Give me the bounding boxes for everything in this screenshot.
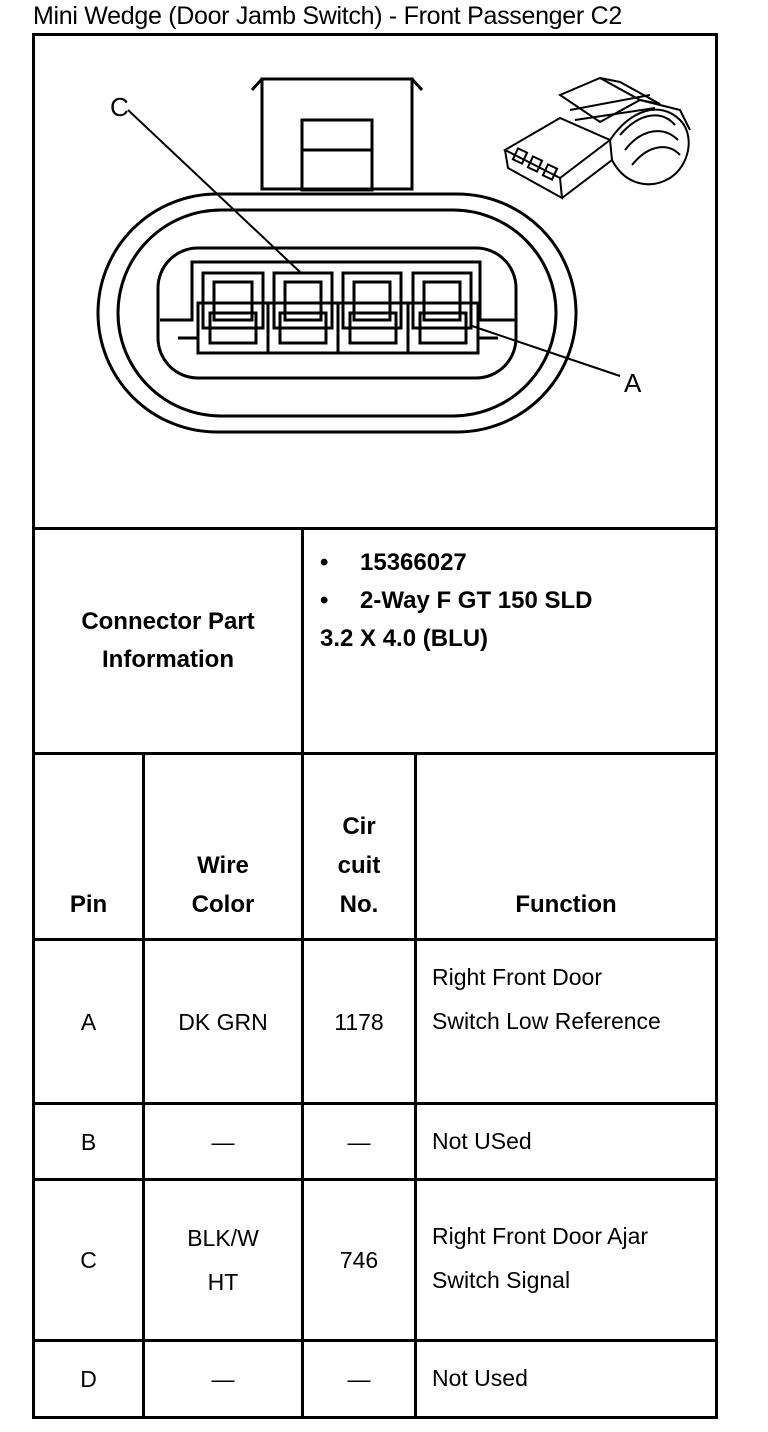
part-info-list: •15366027 •2-Way F GT 150 SLD 3.2 X 4.0 … xyxy=(320,544,593,658)
row-a-wire: DK GRN xyxy=(178,1008,268,1035)
connector-id: C2 xyxy=(590,2,623,30)
row-b-function: Not USed xyxy=(432,1128,532,1154)
row-d-wire: — xyxy=(211,1366,235,1392)
row-a-function: Right Front Door Switch Low Reference xyxy=(432,964,661,1034)
row-c-pin: C xyxy=(80,1247,97,1273)
row-a-circuit: 1178 xyxy=(334,1008,384,1035)
divider-partinfo-vertical xyxy=(301,527,304,1417)
row-b-circuit: — xyxy=(347,1128,371,1155)
divider-row-b xyxy=(32,1178,718,1181)
header-wire-color: Wire Color xyxy=(191,852,255,918)
diagram-title: Mini Wedge (Door Jamb Switch) - Front Pa… xyxy=(33,2,768,31)
row-d-pin: D xyxy=(80,1366,97,1392)
row-c-function: Right Front Door Ajar Switch Signal xyxy=(432,1223,649,1293)
connector-3d-icon xyxy=(502,76,691,200)
label-c: C xyxy=(110,92,129,122)
part-type-item: •2-Way F GT 150 SLD xyxy=(320,587,593,614)
row-d-circuit: — xyxy=(347,1366,371,1392)
header-pin: Pin xyxy=(69,891,108,918)
divider-pin-col xyxy=(142,752,145,1417)
header-function: Function xyxy=(515,891,617,918)
title-text: Mini Wedge (Door Jamb Switch) - Front Pa… xyxy=(33,2,584,30)
part-number-item: •15366027 xyxy=(320,549,467,576)
divider-header xyxy=(32,938,718,941)
connector-face-drawing: C A xyxy=(96,76,691,434)
label-a: A xyxy=(624,368,642,398)
part-info-label: Connector Part Information xyxy=(81,608,255,673)
part-size-item: 3.2 X 4.0 (BLU) xyxy=(320,625,489,652)
row-c-circuit: 746 xyxy=(339,1247,379,1273)
row-c-wire: BLK/W HT xyxy=(187,1225,259,1295)
divider-circuit-col xyxy=(414,752,417,1417)
frame-right xyxy=(715,33,718,1419)
divider-row-a xyxy=(32,1102,718,1105)
frame-bottom xyxy=(32,1416,718,1419)
row-b-pin: B xyxy=(80,1128,97,1155)
row-a-pin: A xyxy=(80,1008,97,1035)
divider-partinfo xyxy=(32,752,718,755)
row-d-function: Not Used xyxy=(432,1365,528,1391)
row-b-wire: — xyxy=(211,1128,235,1155)
divider-diagram xyxy=(32,527,718,530)
divider-row-c xyxy=(32,1339,718,1342)
header-circuit: Cir cuit No. xyxy=(337,813,381,918)
frame-left xyxy=(32,33,35,1419)
frame-top xyxy=(32,33,718,36)
